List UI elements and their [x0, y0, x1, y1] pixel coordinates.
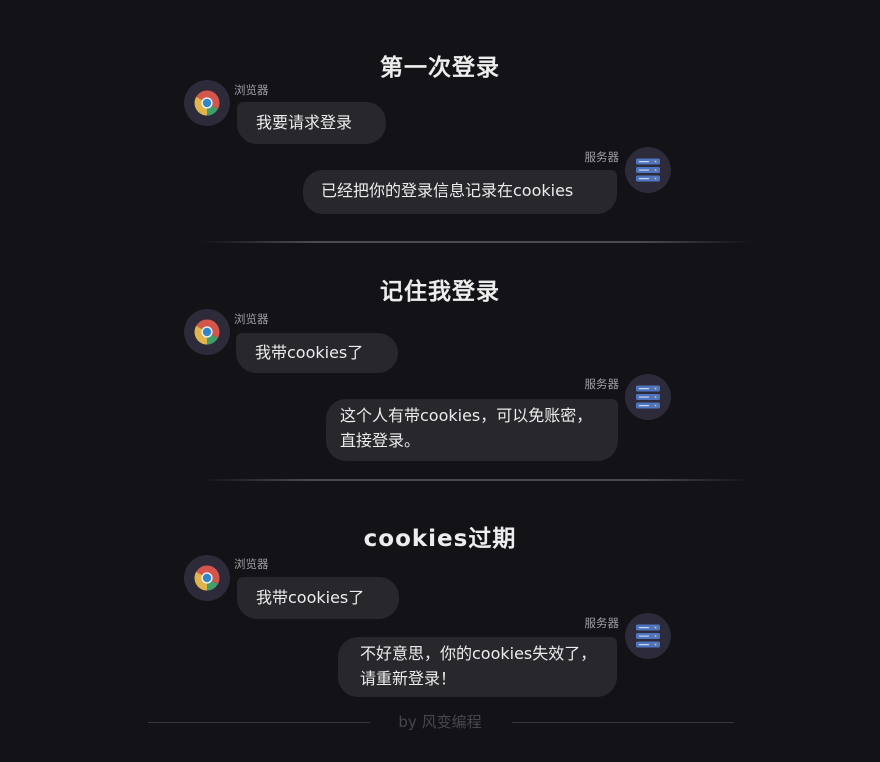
chrome-browser-icon — [194, 565, 220, 591]
client-label: 浏览器 — [234, 557, 269, 571]
server-icon — [636, 158, 660, 182]
server-icon — [636, 385, 660, 409]
server-message-line: 已经把你的登录信息记录在cookies — [321, 181, 574, 200]
client-message-bubble: 我带cookies了 — [237, 577, 399, 619]
server-message-bubble: 不好意思，你的cookies失效了， 请重新登录！ — [338, 637, 617, 697]
browser-avatar — [184, 555, 230, 601]
chrome-browser-icon — [194, 319, 220, 345]
server-avatar — [625, 374, 671, 420]
section-title: 第一次登录 — [380, 55, 500, 81]
server-avatar — [625, 613, 671, 659]
client-label: 浏览器 — [234, 312, 269, 326]
section-title: cookies过期 — [363, 526, 517, 552]
client-message-bubble: 我要请求登录 — [237, 102, 386, 144]
server-label: 服务器 — [584, 150, 620, 164]
client-message-bubble: 我带cookies了 — [236, 333, 398, 373]
server-label: 服务器 — [584, 377, 620, 391]
server-label: 服务器 — [584, 616, 620, 630]
section-divider — [200, 241, 752, 243]
server-message-bubble: 已经把你的登录信息记录在cookies — [303, 170, 617, 214]
server-icon — [636, 624, 660, 648]
footer-credit: by 风变编程 — [398, 713, 482, 731]
server-message-line: 请重新登录！ — [360, 669, 457, 688]
server-message-bubble: 这个人有带cookies，可以免账密， 直接登录。 — [326, 399, 618, 461]
server-message-line: 直接登录。 — [340, 431, 421, 450]
browser-avatar — [184, 309, 230, 355]
section-divider — [200, 479, 752, 481]
footer-line-right — [512, 722, 734, 723]
chrome-browser-icon — [194, 90, 220, 116]
server-message-line: 这个人有带cookies，可以免账密， — [340, 406, 593, 425]
client-label: 浏览器 — [234, 83, 269, 97]
browser-avatar — [184, 80, 230, 126]
footer-line-left — [148, 722, 370, 723]
server-avatar — [625, 147, 671, 193]
server-message-line: 不好意思，你的cookies失效了， — [360, 644, 597, 663]
section-title: 记住我登录 — [380, 279, 500, 305]
